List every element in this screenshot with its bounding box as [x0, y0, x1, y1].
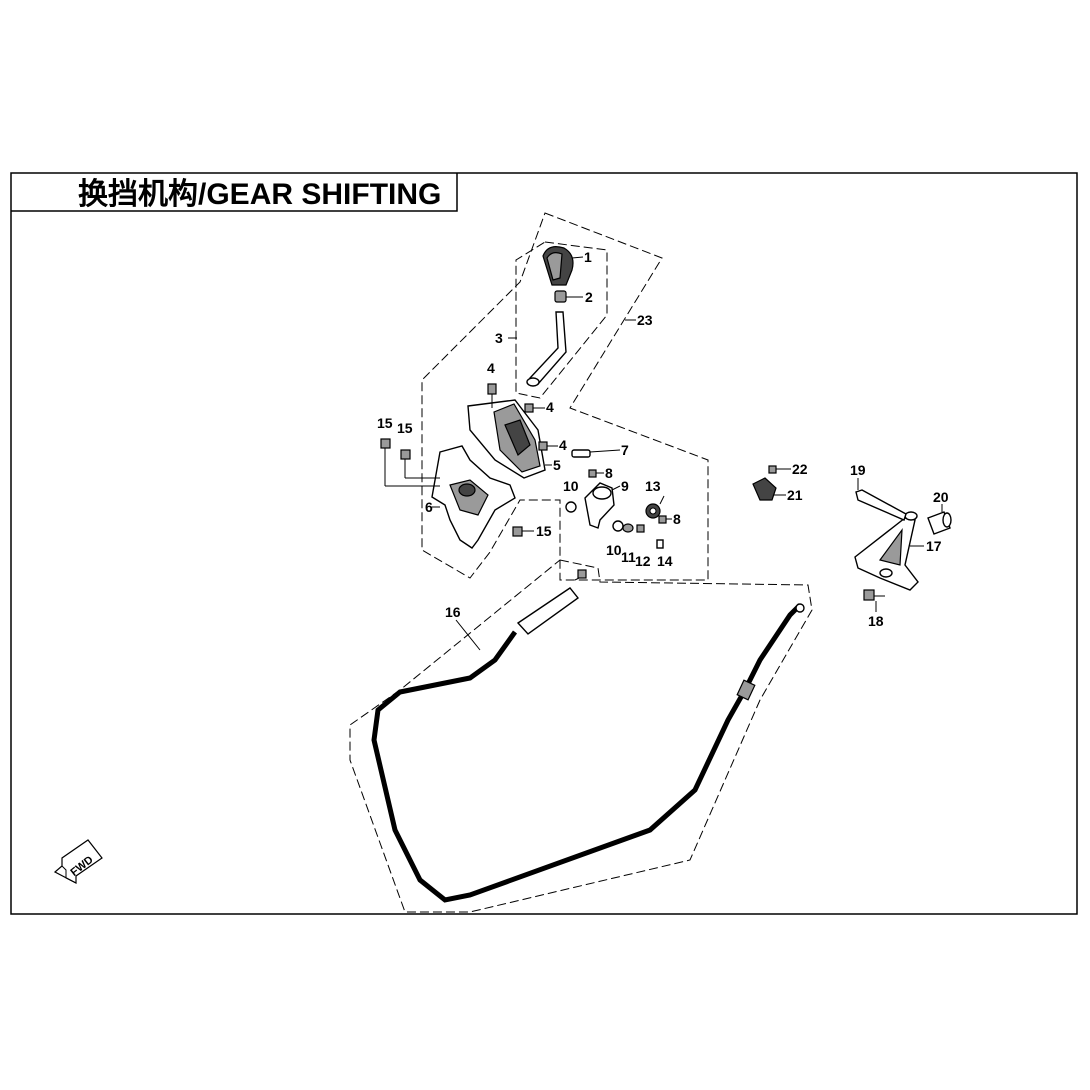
sleeve-20 [927, 504, 952, 535]
callout-10b: 10 [606, 542, 622, 558]
callout-5: 5 [553, 457, 561, 473]
assembly-23-boundary [421, 212, 709, 581]
callout-15a: 15 [377, 415, 393, 431]
callout-11: 11 [621, 549, 636, 565]
callout-12: 12 [635, 553, 651, 569]
bushing-10 [565, 501, 624, 532]
bolt-15 [380, 438, 534, 537]
callout-16: 16 [445, 604, 461, 620]
shift-cable [371, 569, 805, 903]
shifter-bracket [431, 445, 516, 549]
title-block: 换挡机构/GEAR SHIFTING [11, 173, 458, 212]
clip-14 [656, 539, 664, 549]
shift-knob [542, 246, 584, 286]
shift-lever-rod [508, 311, 567, 387]
callout-8a: 8 [605, 465, 613, 481]
screw-22 [768, 465, 791, 474]
callout-10a: 10 [563, 478, 579, 494]
callout-19: 19 [850, 462, 866, 478]
callout-2: 2 [585, 289, 593, 305]
fwd-arrow-icon: FWD [53, 839, 103, 884]
diagram-title: 换挡机构/GEAR SHIFTING [78, 178, 441, 211]
long-bolt-19 [855, 478, 907, 521]
shifter-housing [467, 399, 552, 479]
bellcrank-17 [854, 511, 924, 591]
washer-11 [622, 523, 634, 533]
callout-labels: 1 2 3 4 4 4 5 6 7 8 8 9 10 10 11 12 13 1… [377, 249, 949, 629]
callout-6: 6 [425, 499, 433, 515]
assembly-3-boundary [515, 241, 608, 399]
shift-arm [584, 482, 621, 529]
drawing-border [10, 172, 1078, 915]
nut-12 [636, 524, 645, 533]
pivot-pin [571, 449, 621, 458]
callout-22: 22 [792, 461, 808, 477]
callout-8b: 8 [673, 511, 681, 527]
assembly-16-boundary [349, 559, 813, 913]
callout-18: 18 [868, 613, 884, 629]
bolt-4 [487, 383, 558, 451]
callout-20: 20 [933, 489, 949, 505]
callout-9: 9 [621, 478, 629, 494]
callout-14: 14 [657, 553, 673, 569]
callout-1: 1 [584, 249, 592, 265]
spring-13 [645, 495, 665, 519]
callout-4b: 4 [546, 399, 554, 415]
callout-7: 7 [621, 442, 629, 458]
knob-nut [554, 290, 583, 303]
callout-15c: 15 [536, 523, 552, 539]
callout-3: 3 [495, 330, 503, 346]
callout-23: 23 [637, 312, 653, 328]
callout-4a: 4 [487, 360, 495, 376]
callout-4c: 4 [559, 437, 567, 453]
fitting-21 [752, 477, 786, 501]
callout-13: 13 [645, 478, 661, 494]
bolt-18 [863, 589, 885, 612]
small-bolt-8 [588, 469, 672, 524]
callout-21: 21 [787, 487, 803, 503]
callout-15b: 15 [397, 420, 413, 436]
callout-17: 17 [926, 538, 942, 554]
